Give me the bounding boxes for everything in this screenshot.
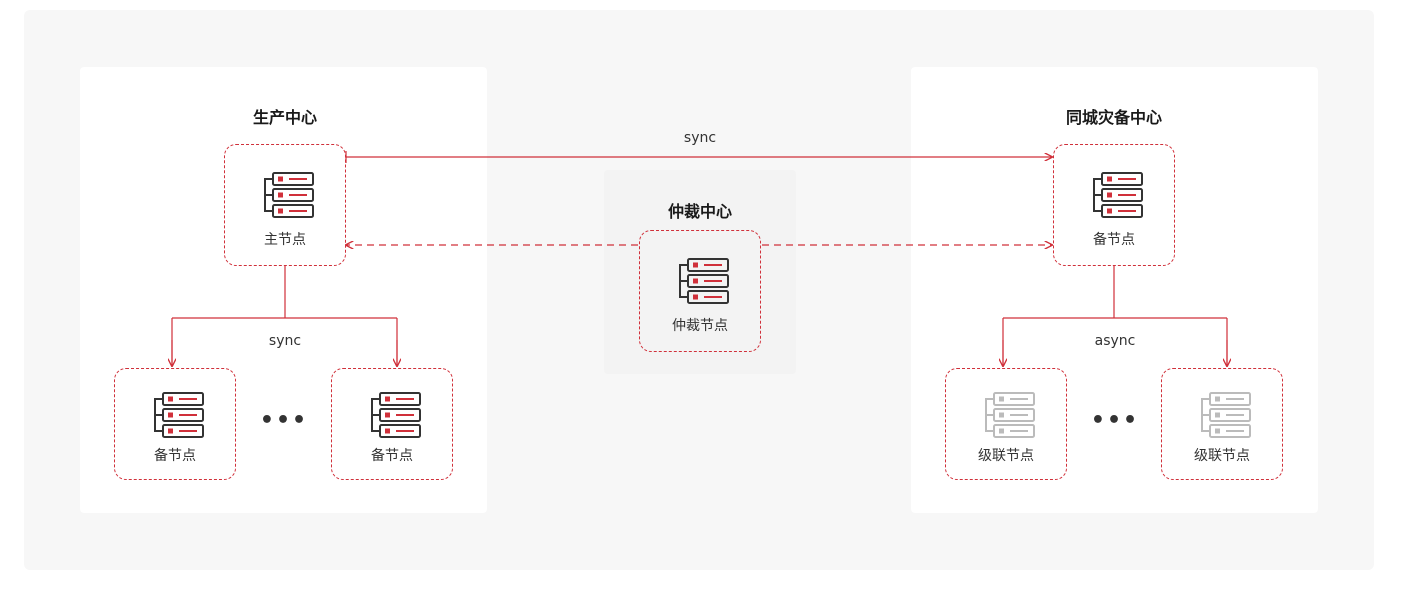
production-standby-node-2[interactable]: 备节点 [331,368,453,480]
cascade-node-2[interactable]: 级联节点 [1161,368,1283,480]
server-icon-inactive [985,392,1035,438]
ellipsis-dr: ••• [1090,408,1140,433]
arbiter-node[interactable]: 仲裁节点 [639,230,761,352]
primary-node[interactable]: 主节点 [224,144,346,266]
server-icon [371,392,421,438]
production-standby-node-2-label: 备节点 [371,448,413,464]
dr-center-title: 同城灾备中心 [1065,108,1163,127]
arbiter-center-title: 仲裁中心 [667,202,733,221]
production-standby-node-1-label: 备节点 [154,448,196,464]
cascade-node-1[interactable]: 级联节点 [945,368,1067,480]
edge-label-primary-to-standbys: sync [268,333,302,349]
cascade-node-1-label: 级联节点 [978,448,1034,464]
primary-node-label: 主节点 [264,232,306,248]
production-center-title: 生产中心 [252,108,318,127]
cascade-node-2-label: 级联节点 [1194,448,1250,464]
edge-label-primary-to-dr: sync [683,130,717,146]
server-icon [154,392,204,438]
server-icon [679,258,729,304]
arbiter-node-label: 仲裁节点 [672,318,728,334]
production-standby-node-1[interactable]: 备节点 [114,368,236,480]
server-icon [264,172,314,218]
server-icon-inactive [1201,392,1251,438]
ellipsis-production: ••• [259,408,309,433]
server-icon [1093,172,1143,218]
dr-standby-node[interactable]: 备节点 [1053,144,1175,266]
edge-label-dr-to-cascades: async [1094,333,1136,349]
dr-standby-node-label: 备节点 [1093,232,1135,248]
